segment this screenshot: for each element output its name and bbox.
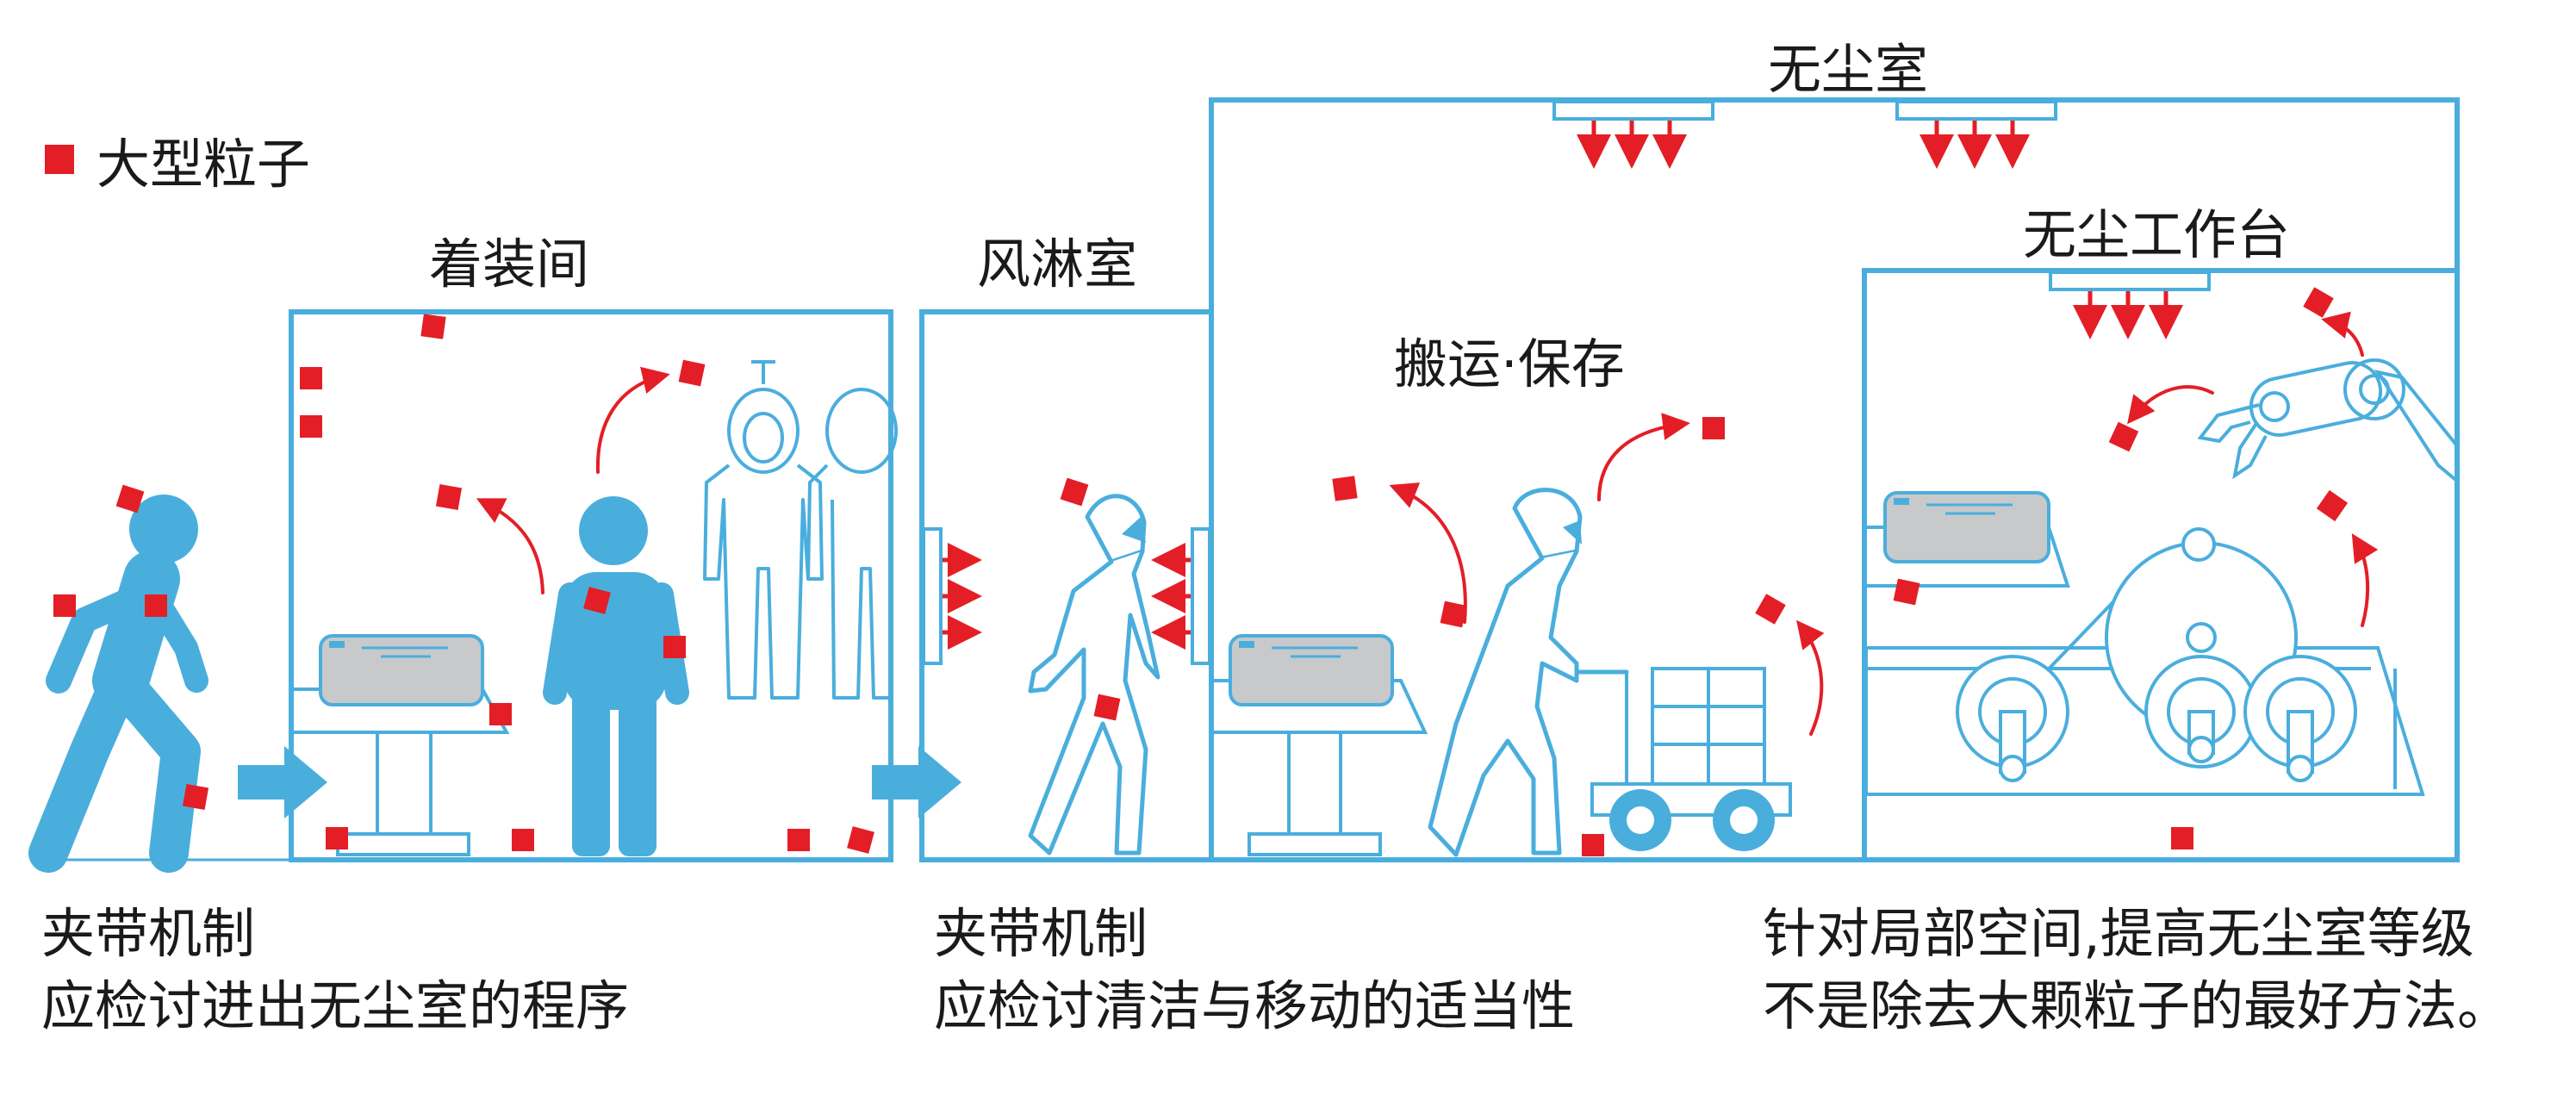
particle — [663, 636, 686, 658]
filter-unit-bench — [2049, 271, 2211, 339]
particle — [489, 703, 512, 725]
particle — [182, 783, 209, 811]
particle — [300, 367, 322, 389]
particle — [847, 826, 874, 854]
particle — [1755, 594, 1786, 625]
hanging-cleansuit-icon — [703, 360, 898, 700]
room-label-transport: 搬运·保存 — [1394, 333, 1625, 395]
caption-middle-line2: 应检讨清洁与移动的适当性 — [934, 974, 1576, 1037]
bench-equipment — [1866, 491, 2070, 588]
particle — [420, 314, 446, 339]
dressing-room-outline — [289, 309, 893, 862]
legend: 大型粒子 — [45, 121, 310, 198]
particle — [583, 587, 611, 614]
caption-left-line2: 应检讨进出无尘室的程序 — [41, 974, 630, 1037]
ceiling-filters — [1552, 100, 2211, 339]
room-label-air-shower: 风淋室 — [977, 233, 1138, 296]
air-shower-nozzles — [922, 527, 1211, 665]
room-label-clean-bench: 无尘工作台 — [2023, 203, 2291, 266]
caption-right-line2: 不是除去大颗粒子的最好方法。 — [1763, 974, 2511, 1037]
particle — [678, 359, 706, 387]
room-label-dressing: 着装间 — [429, 233, 590, 296]
particle — [1332, 476, 1358, 501]
worker-pushing-cart-icon — [1428, 488, 1629, 857]
shower-person-icon — [1028, 494, 1160, 856]
particle — [435, 483, 463, 511]
desk-dressing — [293, 634, 510, 856]
caption-right-line1: 针对局部空间,提高无尘室等级 — [1763, 902, 2474, 965]
flow-arrow-right-2 — [872, 746, 961, 818]
room-label-cleanroom: 无尘室 — [1768, 38, 1929, 101]
particle — [787, 829, 810, 851]
particle — [1440, 600, 1467, 628]
large-particles — [53, 287, 2349, 856]
legend-swatch — [45, 145, 74, 174]
particle — [2108, 421, 2139, 452]
robot-arm — [2197, 358, 2461, 484]
particle — [1582, 834, 1604, 856]
cart-icon — [1590, 667, 1792, 851]
roller-machine — [1864, 527, 2425, 796]
particle — [300, 415, 322, 438]
caption-middle-line1: 夹带机制 — [934, 902, 1148, 965]
particle — [145, 594, 167, 617]
caption-left-line1: 夹带机制 — [41, 902, 256, 965]
particle — [512, 829, 534, 851]
particle — [1093, 694, 1121, 721]
particle — [1060, 477, 1089, 507]
caption-middle: 夹带机制 应检讨清洁与移动的适当性 — [934, 898, 1575, 1042]
legend-label: 大型粒子 — [96, 133, 311, 196]
caption-left: 夹带机制 应检讨进出无尘室的程序 — [41, 898, 629, 1042]
particle — [53, 594, 76, 617]
desk-cleanroom — [1213, 634, 1428, 856]
flow-arrow-right-1 — [238, 746, 327, 818]
particle — [326, 827, 348, 849]
particle — [1702, 417, 1725, 439]
particle — [2316, 489, 2349, 522]
standing-person-icon — [543, 496, 689, 856]
particle — [1893, 578, 1920, 606]
caption-right: 针对局部空间,提高无尘室等级 不是除去大颗粒子的最好方法。 — [1763, 898, 2511, 1042]
particle-motion-arrows — [476, 311, 2379, 736]
particle — [115, 484, 145, 513]
walking-person-icon — [28, 495, 208, 873]
particle — [2303, 287, 2334, 318]
filter-unit-2 — [1895, 100, 2057, 169]
particle — [2171, 827, 2193, 849]
filter-unit-1 — [1552, 100, 1714, 169]
